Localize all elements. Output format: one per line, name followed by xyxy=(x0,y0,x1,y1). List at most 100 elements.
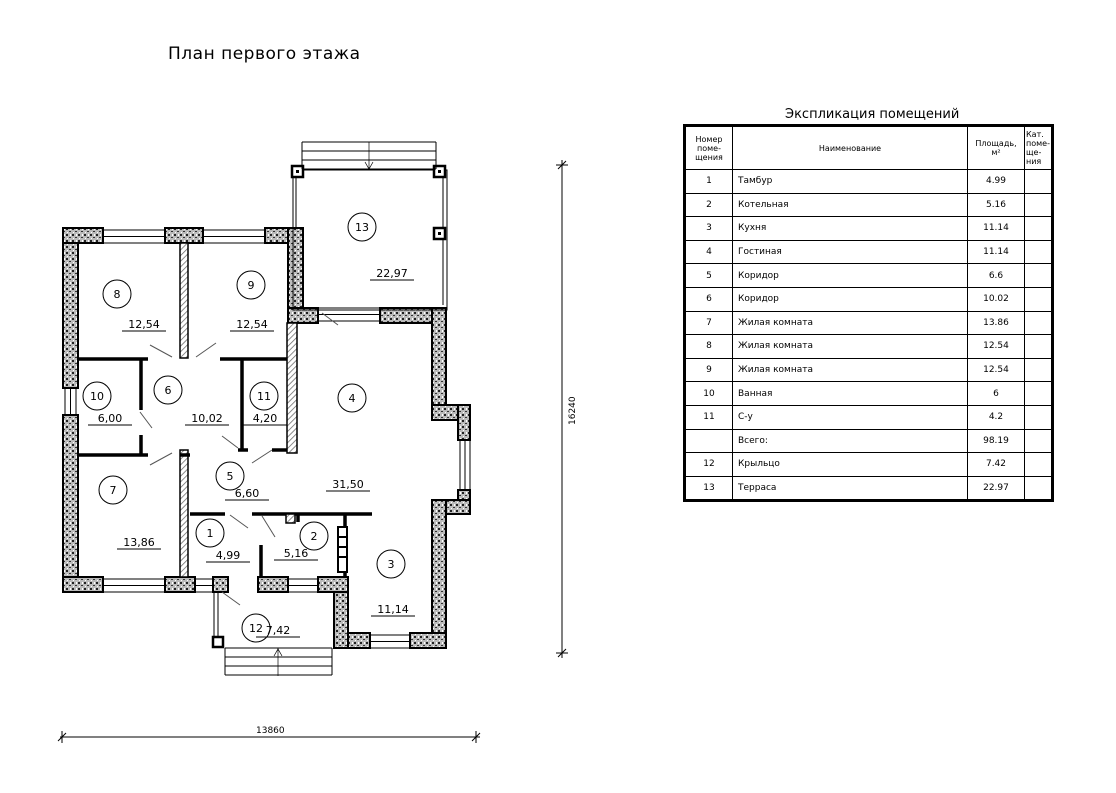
terrace-outline xyxy=(292,169,448,311)
cell-category xyxy=(1024,216,1053,241)
room-number-circle xyxy=(249,381,279,411)
exterior-wall xyxy=(62,576,104,593)
room-number: 13 xyxy=(355,221,369,234)
cell-name: Жилая комната xyxy=(732,334,968,359)
cell-category xyxy=(1024,475,1053,502)
stair-arrow xyxy=(364,161,374,170)
exterior-wall xyxy=(317,576,349,593)
room-number-circle xyxy=(215,461,245,491)
room-area: 6,60 xyxy=(235,487,260,500)
room-number-circle xyxy=(299,521,329,551)
chimney xyxy=(337,526,348,573)
room-number-circle xyxy=(102,279,132,309)
room-number: 3 xyxy=(388,558,395,571)
cell-category xyxy=(1024,169,1053,194)
exterior-wall xyxy=(164,227,204,244)
cell-number: 13 xyxy=(684,475,733,502)
cell-area: 12.54 xyxy=(967,357,1025,383)
stair-arrow xyxy=(273,648,283,657)
room-area: 12,54 xyxy=(236,318,268,331)
cell-category xyxy=(1024,286,1053,312)
room-label-7: 713,86 xyxy=(98,475,161,550)
cell-category xyxy=(1024,263,1053,288)
column xyxy=(285,513,296,524)
room-number-circle xyxy=(347,212,377,242)
room-number-circle xyxy=(236,270,266,300)
post xyxy=(438,232,441,235)
exterior-wall xyxy=(62,227,104,244)
table-row: Всего:98.19 xyxy=(684,428,1053,454)
room-number: 2 xyxy=(311,530,318,543)
cell-area: 7.42 xyxy=(967,452,1025,477)
cell-area: 6.6 xyxy=(967,263,1025,288)
door-swing xyxy=(139,411,153,429)
room-number: 5 xyxy=(227,470,234,483)
cell-category xyxy=(1024,404,1053,430)
door-swing xyxy=(261,515,276,538)
room-number-circle xyxy=(82,381,112,411)
room-area: 4,99 xyxy=(216,549,241,562)
cell-name: Крыльцо xyxy=(732,452,968,477)
cell-area: 98.19 xyxy=(967,428,1025,454)
room-label-9: 912,54 xyxy=(230,270,274,332)
room-label-4: 431,50 xyxy=(326,383,370,492)
cell-area: 11.14 xyxy=(967,216,1025,241)
exterior-wall xyxy=(62,227,79,389)
cell-name: Котельная xyxy=(732,192,968,218)
cell-name: Ванная xyxy=(732,381,968,406)
post xyxy=(296,170,299,173)
exterior-wall xyxy=(287,307,319,324)
room-number: 1 xyxy=(207,527,214,540)
cell-area: 10.02 xyxy=(967,286,1025,312)
cell-name: Тамбур xyxy=(732,169,968,194)
cell-name: Гостиная xyxy=(732,239,968,265)
room-number: 4 xyxy=(349,392,356,405)
cell-number: 9 xyxy=(684,357,733,383)
room-number: 12 xyxy=(249,622,263,635)
exterior-wall xyxy=(212,576,229,593)
room-area: 4,20 xyxy=(253,412,278,425)
header-area: Площадь, м² xyxy=(967,125,1025,170)
door-swing xyxy=(221,591,241,606)
door-swing xyxy=(221,435,239,449)
cell-number: 4 xyxy=(684,239,733,265)
room-number: 11 xyxy=(257,390,271,403)
cell-category xyxy=(1024,357,1053,383)
room-number-circle xyxy=(337,383,367,413)
post xyxy=(211,635,225,649)
room-number-circle xyxy=(241,613,271,643)
cell-number: 6 xyxy=(684,286,733,312)
cell-number: 5 xyxy=(684,263,733,288)
exterior-wall xyxy=(431,499,447,649)
table-header-row: Номер поме-щения Наименование Площадь, м… xyxy=(684,125,1053,170)
cell-name: Коридор xyxy=(732,286,968,312)
bearing-wall xyxy=(179,242,189,359)
rooms-table: Номер поме-щения Наименование Площадь, м… xyxy=(683,124,1054,503)
exterior-wall xyxy=(257,576,289,593)
header-number: Номер поме-щения xyxy=(684,125,733,170)
cell-number: 11 xyxy=(684,404,733,430)
room-number: 7 xyxy=(110,484,117,497)
room-label-11: 114,20 xyxy=(243,381,287,426)
cell-area: 22.97 xyxy=(967,475,1025,502)
room-area: 12,54 xyxy=(128,318,160,331)
room-area: 31,50 xyxy=(332,478,364,491)
door-swing xyxy=(149,452,173,466)
cell-category xyxy=(1024,428,1053,454)
cell-number: 8 xyxy=(684,334,733,359)
room-label-1: 14,99 xyxy=(195,518,250,563)
header-category: Кат. поме-ще-ния xyxy=(1024,125,1053,170)
room-number: 9 xyxy=(248,279,255,292)
room-label-10: 106,00 xyxy=(82,381,132,426)
room-number: 8 xyxy=(114,288,121,301)
cell-category xyxy=(1024,381,1053,406)
room-number-circle xyxy=(153,375,183,405)
